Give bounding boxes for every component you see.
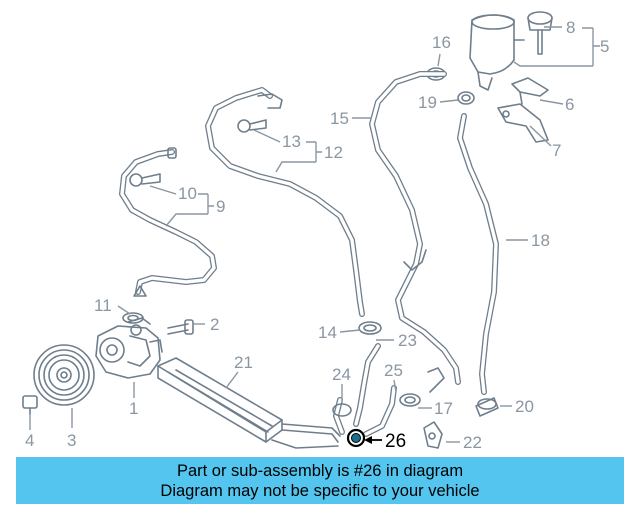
clamp-part-19	[457, 91, 475, 105]
label-7: 7	[552, 141, 561, 160]
clamp-part-26-highlighted[interactable]	[346, 428, 366, 448]
label-25: 25	[384, 361, 403, 380]
label-15: 15	[330, 109, 349, 128]
part-labels: 1 2 3 4 5 6 7 8 9 10 11 12 13 14 15 16 1…	[25, 18, 609, 452]
pulley-part	[33, 344, 95, 406]
label-23: 23	[398, 331, 417, 350]
oil-cooler-part	[157, 357, 341, 449]
bolt-part-2	[167, 319, 194, 335]
clamp-part-14	[358, 321, 382, 335]
label-21: 21	[234, 353, 253, 372]
label-4: 4	[25, 431, 34, 450]
cap-part-20	[475, 397, 499, 417]
bracket-part-22	[423, 421, 443, 449]
return-hose-part-15	[369, 71, 461, 385]
seal-part-11	[122, 312, 144, 324]
hose-part-24	[332, 397, 352, 435]
arrow-26	[364, 436, 372, 444]
label-26-highlighted: 26	[385, 431, 406, 452]
label-6: 6	[565, 95, 574, 114]
bracket-part-6	[511, 77, 549, 105]
label-2: 2	[210, 315, 219, 334]
parts-diagram: 1 2 3 4 5 6 7 8 9 10 11 12 13 14 15 16 1…	[22, 11, 609, 452]
label-14: 14	[318, 323, 337, 342]
pressure-hose-part-9	[119, 147, 217, 297]
label-1: 1	[129, 399, 138, 418]
label-19: 19	[418, 93, 437, 112]
return-hose-part-18	[457, 113, 499, 395]
reservoir-part	[469, 14, 525, 91]
cap-part-8	[527, 11, 553, 55]
label-10: 10	[178, 184, 197, 203]
label-18: 18	[531, 231, 550, 250]
label-11: 11	[94, 296, 112, 315]
fitting-part-10	[129, 173, 161, 187]
hose-part-25	[363, 385, 397, 437]
clamp-part-17	[399, 367, 445, 407]
info-banner: Part or sub-assembly is #26 in diagram D…	[16, 457, 624, 504]
label-22: 22	[463, 433, 482, 452]
label-16: 16	[432, 33, 451, 52]
label-3: 3	[67, 431, 76, 450]
label-5: 5	[600, 37, 609, 56]
bolt-part-4	[22, 395, 38, 415]
hose-part-23	[353, 343, 381, 427]
pressure-hose-part-12	[205, 87, 365, 317]
label-12: 12	[324, 143, 343, 162]
leader-lines	[29, 26, 600, 443]
pump-part	[95, 317, 163, 379]
fitting-part-13	[237, 119, 267, 133]
label-13: 13	[282, 132, 301, 151]
label-17: 17	[434, 399, 453, 418]
banner-line-part-number: Part or sub-assembly is #26 in diagram	[176, 462, 464, 480]
label-24: 24	[332, 365, 351, 384]
label-9: 9	[216, 197, 225, 216]
label-8: 8	[566, 18, 575, 37]
banner-line-disclaimer: Diagram may not be specific to your vehi…	[160, 482, 480, 500]
bracket-part-7	[497, 103, 549, 143]
label-20: 20	[515, 397, 534, 416]
